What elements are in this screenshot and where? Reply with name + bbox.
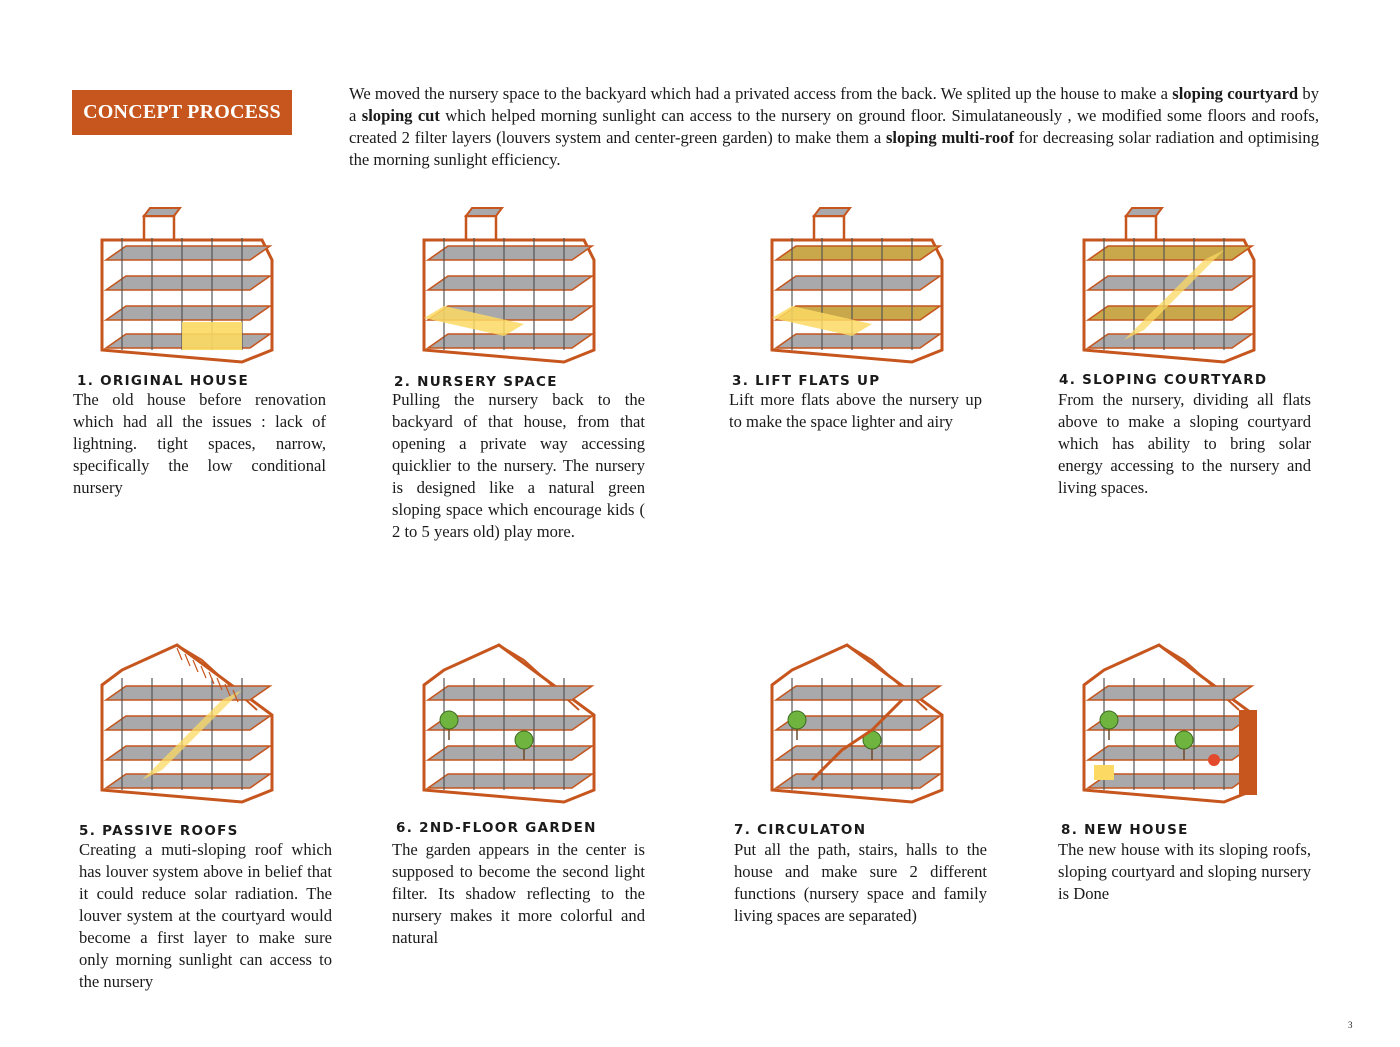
intro-text: We moved the nursery space to the backya… — [349, 84, 1173, 103]
step-2-illustration — [404, 200, 634, 365]
intro-text: which helped morning sunlight can access… — [349, 106, 1320, 147]
step-3-heading: 3. LIFT FLATS UP — [732, 373, 881, 389]
step-8-heading: 8. NEW HOUSE — [1061, 822, 1189, 838]
step-6-illustration — [404, 640, 634, 805]
step-3-illustration — [752, 200, 982, 365]
step-3-description: Lift more flats above the nursery up to … — [729, 390, 982, 431]
intro-emphasis: sloping multi-roof — [885, 128, 1014, 147]
intro-emphasis: sloping courtyard — [1172, 84, 1299, 103]
section-title: CONCEPT PROCESS — [72, 90, 292, 135]
step-8-description: The new house with its sloping roofs, sl… — [1058, 840, 1311, 903]
step-5-description: Creating a muti-sloping roof which has l… — [79, 840, 332, 991]
step-5-illustration — [82, 640, 312, 805]
step-5-heading: 5. PASSIVE ROOFS — [79, 823, 239, 839]
step-7-illustration — [752, 640, 982, 805]
step-7-heading: 7. CIRCULATON — [734, 822, 867, 838]
step-6-description: The garden appears in the center is supp… — [392, 840, 645, 947]
step-1-illustration — [82, 200, 312, 365]
page-number: 3 — [1348, 1020, 1353, 1030]
step-2-description: Pulling the nursery back to the backyard… — [392, 390, 645, 541]
step-4-illustration — [1064, 200, 1294, 365]
step-8-illustration — [1064, 640, 1294, 805]
step-4-description: From the nursery, dividing all flats abo… — [1058, 390, 1311, 497]
step-1-heading: 1. ORIGINAL HOUSE — [77, 373, 250, 389]
intro-text: by a — [349, 84, 1319, 125]
step-4-heading: 4. SLOPING COURTYARD — [1059, 372, 1268, 388]
step-1-description: The old house before renovation which ha… — [73, 390, 326, 497]
step-2-heading: 2. NURSERY SPACE — [394, 374, 558, 390]
intro-emphasis: sloping cut — [361, 106, 440, 125]
step-6-heading: 6. 2ND-FLOOR GARDEN — [396, 820, 597, 836]
intro-paragraph: We moved the nursery space to the backya… — [349, 83, 1319, 171]
step-7-description: Put all the path, stairs, halls to the h… — [734, 840, 987, 925]
intro-text: for decreasing solar radiation and optim… — [349, 128, 1319, 169]
